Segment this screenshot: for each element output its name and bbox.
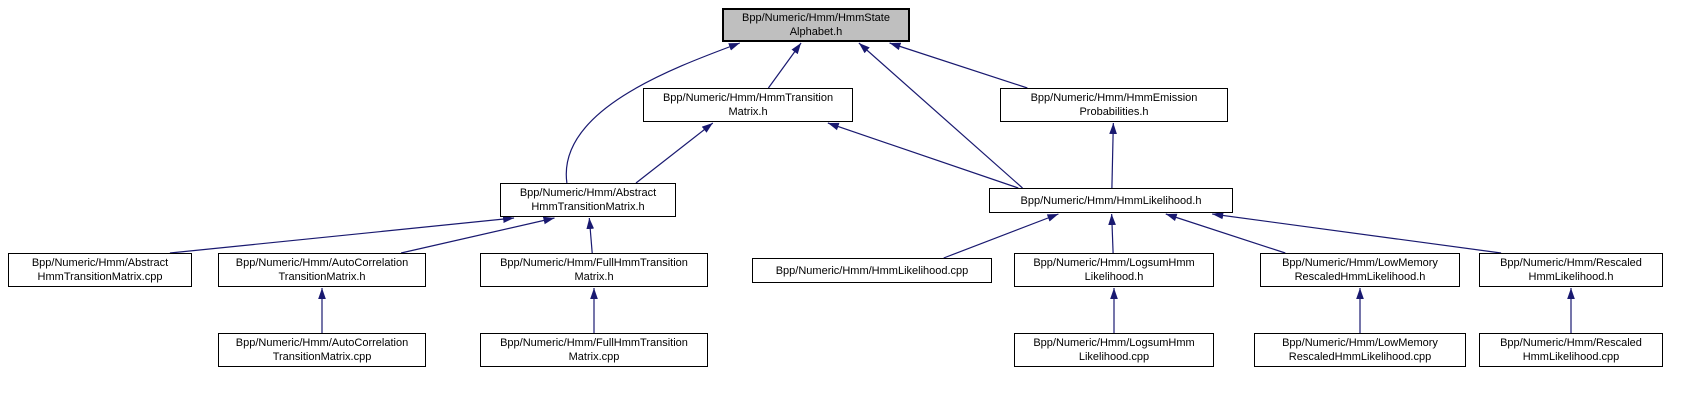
node-label-line: Probabilities.h [1079,106,1149,118]
edge-low-memory-rescaled-hmm-likelihood-h-to-hmm-likelihood-h [1165,213,1286,254]
node-label-line: HmmTransitionMatrix.cpp [37,271,163,283]
edge-abstract-hmm-transition-matrix-h-to-hmm-state-alphabet-h [565,42,741,184]
edge-hmm-likelihood-h-to-hmm-state-alphabet-h [858,42,1023,189]
node-label-line: Bpp/Numeric/Hmm/Rescaled [1500,337,1642,349]
edge-group [169,42,1575,333]
node-label-line: Bpp/Numeric/Hmm/AutoCorrelation [235,257,409,269]
edge-hmm-likelihood-h-to-hmm-transition-matrix-h [827,122,1019,189]
node-label-line: Bpp/Numeric/Hmm/HmmLikelihood.cpp [775,264,969,277]
edge-hmm-transition-matrix-h-to-hmm-state-alphabet-h [767,42,802,89]
node-label-line: Bpp/Numeric/Hmm/HmmTransition [662,92,834,104]
node-label-line: Bpp/Numeric/Hmm/LowMemory [1282,257,1438,269]
node-label-line: Bpp/Numeric/Hmm/HmmState [742,12,890,24]
edge-logsum-hmm-likelihood-h-to-hmm-likelihood-h [1108,213,1116,254]
node-label-line: Bpp/Numeric/Hmm/HmmEmission [1030,92,1198,104]
node-label-line: Matrix.h [574,271,614,283]
edge-full-hmm-transition-matrix-h-to-abstract-hmm-transition-matrix-h [586,217,595,254]
node-label-line: Bpp/Numeric/Hmm/LowMemory [1282,337,1438,349]
node-label-line: Bpp/Numeric/Hmm/AutoCorrelation [235,337,409,349]
edge-rescaled-hmm-likelihood-h-to-hmm-likelihood-h [1212,211,1502,254]
edge-hmm-likelihood-cpp-to-hmm-likelihood-h [943,213,1059,259]
edge-auto-correlation-transition-matrix-h-to-abstract-hmm-transition-matrix-h [400,216,555,254]
node-label-line: Bpp/Numeric/Hmm/LogsumHmm [1033,337,1195,349]
edge-hmm-likelihood-h-to-hmm-emission-probabilities-h [1109,122,1117,189]
node-label-line: Likelihood.h [1084,271,1144,283]
node-label-line: Bpp/Numeric/Hmm/FullHmmTransition [500,257,688,269]
node-label-line: HmmLikelihood.cpp [1522,351,1620,363]
node-label-line: Matrix.h [728,106,768,118]
node-label-line: Bpp/Numeric/Hmm/LogsumHmm [1033,257,1195,269]
node-label-line: Bpp/Numeric/Hmm/Rescaled [1500,257,1642,269]
node-label-line: TransitionMatrix.h [278,271,366,283]
node-label-line: Bpp/Numeric/Hmm/FullHmmTransition [500,337,688,349]
node-label-line: RescaledHmmLikelihood.h [1294,271,1426,283]
graph-node-hmm-likelihood-h[interactable]: Bpp/Numeric/Hmm/HmmLikelihood.h [989,188,1233,213]
edge-abstract-hmm-transition-matrix-h-to-hmm-transition-matrix-h [635,122,714,184]
node-label-line: Bpp/Numeric/Hmm/Abstract [31,257,169,269]
node-label-line: TransitionMatrix.cpp [272,351,372,363]
node-label-line: Alphabet.h [789,26,843,38]
node-label-line: HmmTransitionMatrix.h [531,201,645,213]
node-label-line: Likelihood.cpp [1078,351,1150,363]
node-label-line: Bpp/Numeric/Hmm/HmmLikelihood.h [1020,194,1202,207]
node-label-line: Bpp/Numeric/Hmm/Abstract [519,187,657,199]
node-label-line: HmmLikelihood.h [1528,271,1614,283]
graph-node-hmm-likelihood-cpp[interactable]: Bpp/Numeric/Hmm/HmmLikelihood.cpp [752,258,992,283]
node-label-line: Matrix.cpp [568,351,620,363]
node-label-line: RescaledHmmLikelihood.cpp [1288,351,1432,363]
edge-abstract-hmm-transition-matrix-cpp-to-abstract-hmm-transition-matrix-h [169,215,515,254]
edge-hmm-emission-probabilities-h-to-hmm-state-alphabet-h [889,42,1028,89]
